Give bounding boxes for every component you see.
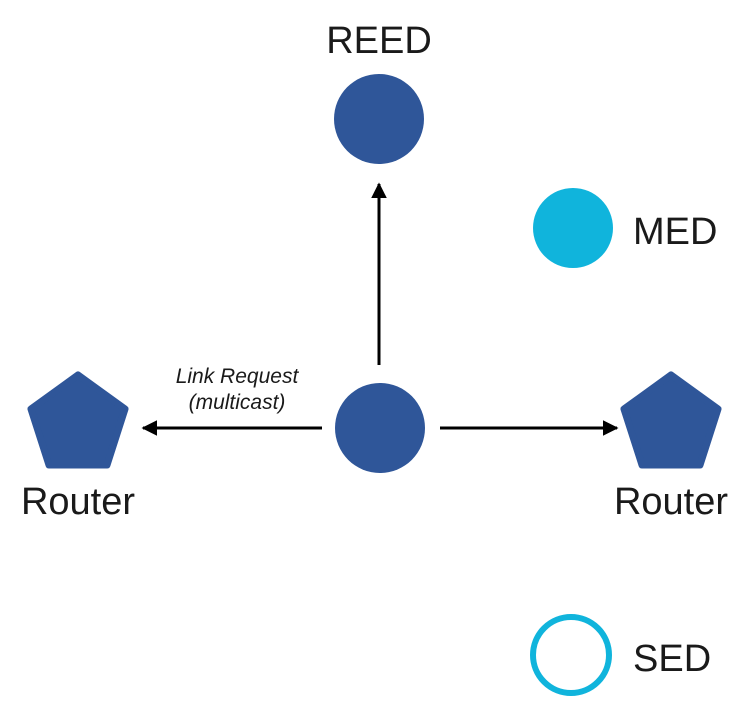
nodes-layer: REED MED SED Router Router bbox=[21, 20, 728, 696]
node-router-right[interactable]: Router bbox=[614, 371, 728, 523]
node-sed[interactable]: SED bbox=[530, 614, 711, 696]
edges-layer bbox=[141, 182, 619, 436]
med-label: MED bbox=[633, 211, 717, 253]
edge-label-link-request: Link Request (multicast) bbox=[176, 365, 300, 414]
router-left-label: Router bbox=[21, 481, 135, 523]
sed-label: SED bbox=[633, 638, 711, 680]
node-med[interactable]: MED bbox=[533, 188, 717, 268]
source-device-circle-icon[interactable] bbox=[335, 383, 425, 473]
edge-label-line-1: Link Request bbox=[176, 365, 300, 388]
router-right-pentagon-icon[interactable] bbox=[620, 371, 722, 469]
node-router-left[interactable]: Router bbox=[21, 371, 135, 523]
reed-label: REED bbox=[326, 20, 432, 62]
router-right-label: Router bbox=[614, 481, 728, 523]
reed-circle-icon[interactable] bbox=[334, 74, 424, 164]
med-circle-icon[interactable] bbox=[533, 188, 613, 268]
node-source-device[interactable] bbox=[335, 383, 425, 473]
node-reed[interactable]: REED bbox=[326, 20, 432, 164]
sed-circle-outline-icon[interactable] bbox=[530, 614, 612, 696]
router-left-pentagon-icon[interactable] bbox=[27, 371, 129, 469]
edge-label-line-2: (multicast) bbox=[189, 391, 286, 414]
